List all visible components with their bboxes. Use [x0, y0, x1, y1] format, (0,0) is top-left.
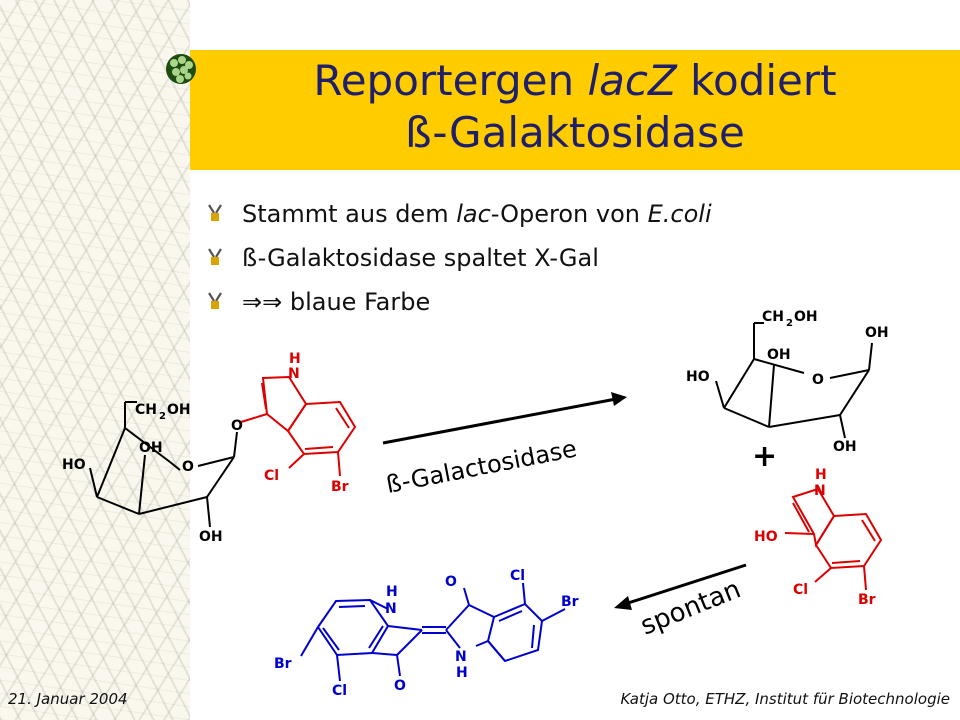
atom-subscript: 2 — [159, 411, 166, 422]
xgal-galactose-labels: CH 2 OH OH HO O OH O — [62, 402, 243, 545]
atom-subscript: 2 — [786, 318, 793, 329]
atom-label: OH — [139, 440, 163, 456]
atom-label: N — [385, 601, 397, 617]
bullet-text: -Operon von — [490, 200, 648, 228]
atom-label: Br — [858, 592, 876, 608]
atom-label: Cl — [510, 568, 525, 584]
bullet-icon — [208, 204, 222, 221]
atom-label: OH — [767, 347, 791, 363]
page-title: Reportergen lacZ kodiert ß-Galaktosidase — [190, 55, 960, 159]
bullet-icon — [208, 292, 222, 309]
atom-label: Br — [331, 479, 349, 495]
bullet-text: blaue Farbe — [282, 288, 431, 316]
atom-label: N — [288, 366, 300, 382]
title-line-2: ß-Galaktosidase — [405, 108, 745, 157]
reaction-arrow-icon — [382, 392, 627, 445]
atom-label: H — [386, 584, 398, 600]
indoxyl-labels: H N HO Cl Br — [754, 467, 876, 608]
title-text-end: kodiert — [676, 56, 837, 105]
title-gene: lacZ — [587, 56, 677, 105]
atom-label: N — [814, 483, 826, 499]
bullet-list: Stammt aus dem lac-Operon von E.coli ß-G… — [205, 194, 712, 326]
atom-label: O — [182, 459, 194, 475]
bullet-text: Stammt aus dem — [242, 200, 457, 228]
bullet-italic: lac — [456, 200, 491, 228]
atom-label: Cl — [332, 683, 347, 699]
atom-label: OH — [865, 325, 889, 341]
galactose-labels: CH 2 OH OH HO O OH OH — [686, 309, 889, 455]
atom-label: OH — [794, 309, 818, 325]
bullet-item: ß-Galaktosidase spaltet X-Gal — [205, 238, 712, 282]
atom-label: Br — [561, 594, 579, 610]
atom-label: O — [231, 418, 243, 434]
atom-label: OH — [199, 529, 223, 545]
bead-logo-icon — [166, 54, 196, 84]
title-bar — [190, 50, 960, 170]
plus-sign: + — [752, 439, 777, 474]
spontaneous-arrow-icon — [614, 563, 747, 610]
xgal-indolyl-labels: H N Cl Br — [264, 351, 349, 495]
background-pattern — [0, 0, 190, 720]
bullet-icon — [208, 248, 222, 265]
title-line-1: Reportergen lacZ kodiert — [190, 55, 960, 107]
atom-label: OH — [833, 439, 857, 455]
xgal-indolyl-structure — [240, 375, 357, 477]
atom-label: O — [812, 372, 824, 388]
atom-label: H — [456, 665, 468, 681]
atom-label: CH — [762, 309, 784, 325]
bullet-italic: E.coli — [647, 200, 712, 228]
atom-label: N — [455, 649, 467, 665]
bullet-item: Stammt aus dem lac-Operon von E.coli — [205, 194, 712, 238]
bullet-item: ⇒⇒ blaue Farbe — [205, 282, 712, 326]
footer-author: Katja Otto, ETHZ, Institut für Biotechno… — [620, 690, 950, 708]
indigo-dye-structure — [300, 582, 566, 682]
atom-label: Cl — [264, 468, 279, 484]
indoxyl-structure — [784, 487, 883, 591]
xgal-galactose-structure — [89, 401, 238, 528]
footer-date: 21. Januar 2004 — [8, 690, 128, 708]
bullet-text: ß-Galaktosidase spaltet X-Gal — [242, 244, 599, 272]
title-text: Reportergen — [313, 56, 588, 105]
atom-label: OH — [167, 402, 191, 418]
atom-label: O — [394, 678, 406, 694]
atom-label: H — [815, 467, 827, 483]
galactose-structure — [715, 322, 873, 439]
indigo-dye-labels: H N Br Cl O O N H Cl Br — [274, 568, 579, 699]
atom-label: HO — [754, 529, 778, 545]
atom-label: CH — [135, 402, 157, 418]
atom-label: H — [289, 351, 301, 367]
atom-label: HO — [62, 457, 86, 473]
implies-arrows: ⇒⇒ — [242, 288, 283, 316]
atom-label: Br — [274, 656, 292, 672]
atom-label: O — [445, 574, 457, 590]
enzyme-label: ß-Galactosidase — [384, 434, 579, 498]
atom-label: Cl — [793, 582, 808, 598]
atom-label: HO — [686, 369, 710, 385]
